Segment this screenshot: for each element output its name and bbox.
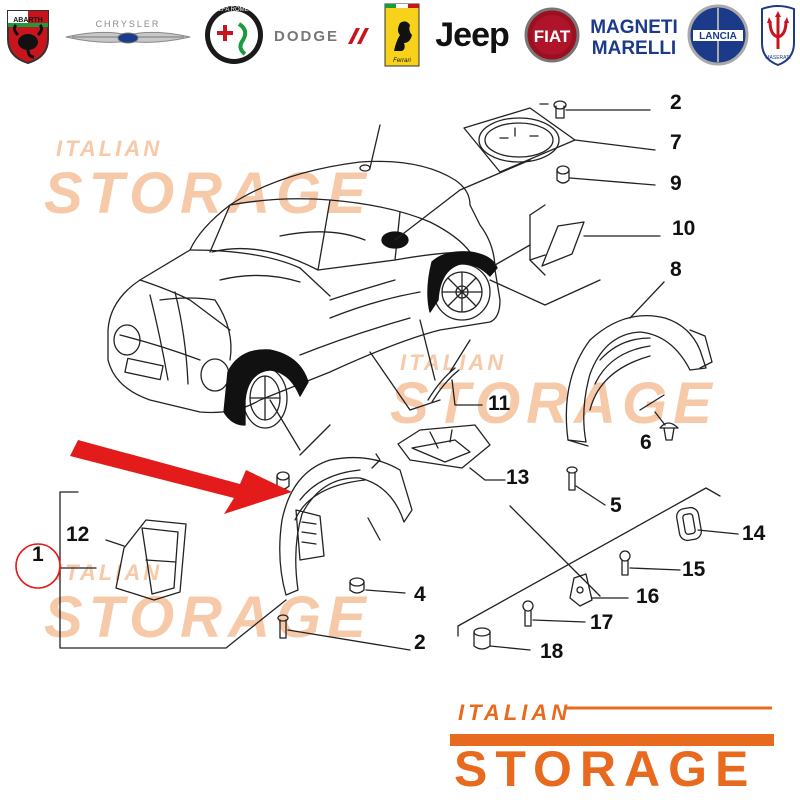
front-wheel-liner-black <box>223 349 309 426</box>
abarth-scorpion-badge-icon: ABARTH <box>0 0 56 70</box>
callout-10: 10 <box>672 217 696 240</box>
part-2-bolt-bottom <box>277 614 411 651</box>
watermark-storage-mid: STORAGE <box>390 371 718 436</box>
svg-text:MAGNETI: MAGNETI <box>590 17 678 38</box>
part-16-bracket <box>569 573 629 607</box>
svg-text:Ferrari: Ferrari <box>393 58 411 64</box>
jeep-wordmark-icon: Jeep <box>426 0 518 70</box>
lancia-badge-icon: LANCIA <box>684 0 752 70</box>
callout-17: 17 <box>590 611 614 634</box>
fiat-badge-icon: FIAT <box>522 0 582 70</box>
part-11-strip <box>427 367 483 406</box>
footer-storage-text: STORAGE <box>454 741 757 797</box>
alfa-romeo-badge-icon: ALFA ROMEO <box>200 0 268 70</box>
magneti-marelli-wordmark-icon: MAGNETI MARELLI <box>586 0 682 70</box>
svg-text:FIAT: FIAT <box>534 27 571 46</box>
callout-14: 14 <box>742 522 766 545</box>
red-pointer-arrow <box>70 440 292 514</box>
svg-text:MARELLI: MARELLI <box>592 38 676 57</box>
parts-exploded-diagram: ITALIAN STORAGE ITALIAN STORAGE ITALIAN … <box>0 70 800 680</box>
part-18-spacer <box>473 627 531 651</box>
svg-text:DODGE: DODGE <box>274 28 339 45</box>
italian-storage-footer-logo: ITALIAN STORAGE <box>440 696 780 800</box>
callout-2-top: 2 <box>670 91 682 114</box>
dodge-logo-icon: DODGE <box>270 0 374 70</box>
callout-11: 11 <box>488 392 511 415</box>
diagram-drawing <box>15 100 739 651</box>
watermark-italian-top: ITALIAN <box>56 136 163 161</box>
callout-12: 12 <box>66 523 90 546</box>
part-8-rear-wheel-liner <box>565 281 713 447</box>
part-2-bolt-top <box>553 100 651 119</box>
callout-13: 13 <box>506 466 530 489</box>
part-9-clip <box>556 165 656 186</box>
footer-italian-text: ITALIAN <box>458 700 572 725</box>
watermark-storage-top: STORAGE <box>44 161 372 226</box>
callout-4: 4 <box>414 583 426 606</box>
callout-15: 15 <box>682 558 706 581</box>
callout-16: 16 <box>636 585 660 608</box>
callout-8: 8 <box>670 258 682 281</box>
watermark-italian-bottom: ITALIAN <box>56 560 163 585</box>
callout-9: 9 <box>670 172 682 195</box>
brand-logo-bar: ABARTH CHRYSLER ALFA ROMEO DODGE <box>0 0 800 70</box>
svg-text:ALFA ROMEO: ALFA ROMEO <box>215 7 254 13</box>
part-6-push-clip <box>654 411 679 441</box>
callout-1-highlight-circle <box>15 543 61 589</box>
watermark-storage-bottom: STORAGE <box>44 585 372 650</box>
chrysler-wings-icon: CHRYSLER <box>60 0 196 70</box>
svg-text:ABARTH: ABARTH <box>13 17 43 24</box>
part-17-bolt <box>522 600 586 627</box>
part-13-underbody-shield <box>397 424 506 481</box>
jeep-wordmark-text: Jeep <box>435 15 509 54</box>
part-10-pad <box>529 204 661 276</box>
part-12-cover <box>105 519 187 601</box>
callout-6: 6 <box>640 431 652 454</box>
part-5-bolt <box>566 466 606 506</box>
svg-text:LANCIA: LANCIA <box>699 31 737 42</box>
callout-5: 5 <box>610 494 622 517</box>
callout-2-bottom: 2 <box>414 631 426 654</box>
svg-text:CHRYSLER: CHRYSLER <box>96 19 161 29</box>
callout-1: 1 <box>32 543 44 566</box>
part-14-plug <box>676 506 739 542</box>
part-4-nut <box>349 577 406 594</box>
rear-wheel-liner-black <box>427 251 498 313</box>
callout-18: 18 <box>540 640 564 663</box>
ferrari-prancing-horse-icon: Ferrari <box>382 0 422 70</box>
maserati-trident-icon: MASERATI <box>756 0 800 70</box>
callout-7: 7 <box>670 131 682 154</box>
part-1-front-wheel-liner <box>279 453 413 596</box>
svg-text:MASERATI: MASERATI <box>765 55 790 61</box>
part-15-screw <box>619 550 681 576</box>
part-7-round-cover <box>463 107 656 173</box>
